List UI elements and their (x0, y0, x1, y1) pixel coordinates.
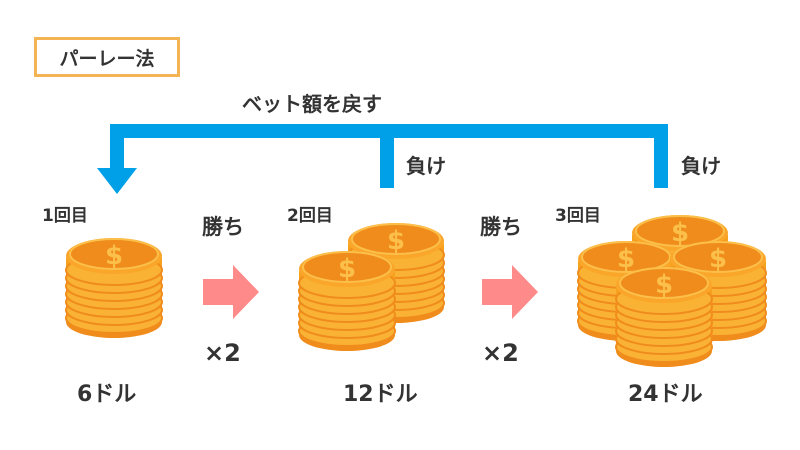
bracket-middle-leg (380, 124, 394, 188)
win-label-1: 勝ち (202, 215, 244, 239)
lose-label-round2: 負け (406, 154, 446, 178)
bracket-left-leg (110, 124, 124, 170)
lose-label-round3: 負け (681, 154, 721, 178)
multiplier-1: ×2 (204, 339, 241, 367)
multiplier-2: ×2 (482, 339, 519, 367)
right-arrow-icon (203, 265, 259, 319)
round-3-label: 3回目 (555, 206, 601, 226)
return-bet-label: ベット額を戻す (242, 92, 382, 116)
coin-stack-icon (614, 259, 714, 369)
round-2-amount: 12ドル (343, 382, 418, 407)
bracket-top-bar (110, 124, 668, 138)
round-3-amount: 24ドル (628, 382, 703, 407)
title-text: パーレー法 (59, 47, 155, 70)
return-bracket (0, 0, 800, 200)
right-arrow-icon (482, 265, 538, 319)
page-title: パーレー法 (34, 37, 180, 77)
round-1-label: 1回目 (42, 206, 88, 226)
coin-stack-icon (297, 243, 397, 353)
round-1-amount: 6ドル (77, 382, 137, 407)
bracket-right-leg (654, 124, 668, 188)
down-arrow-icon (97, 168, 137, 194)
round-2-label: 2回目 (287, 206, 333, 226)
coin-stack-icon (64, 230, 164, 340)
win-label-2: 勝ち (480, 215, 522, 239)
